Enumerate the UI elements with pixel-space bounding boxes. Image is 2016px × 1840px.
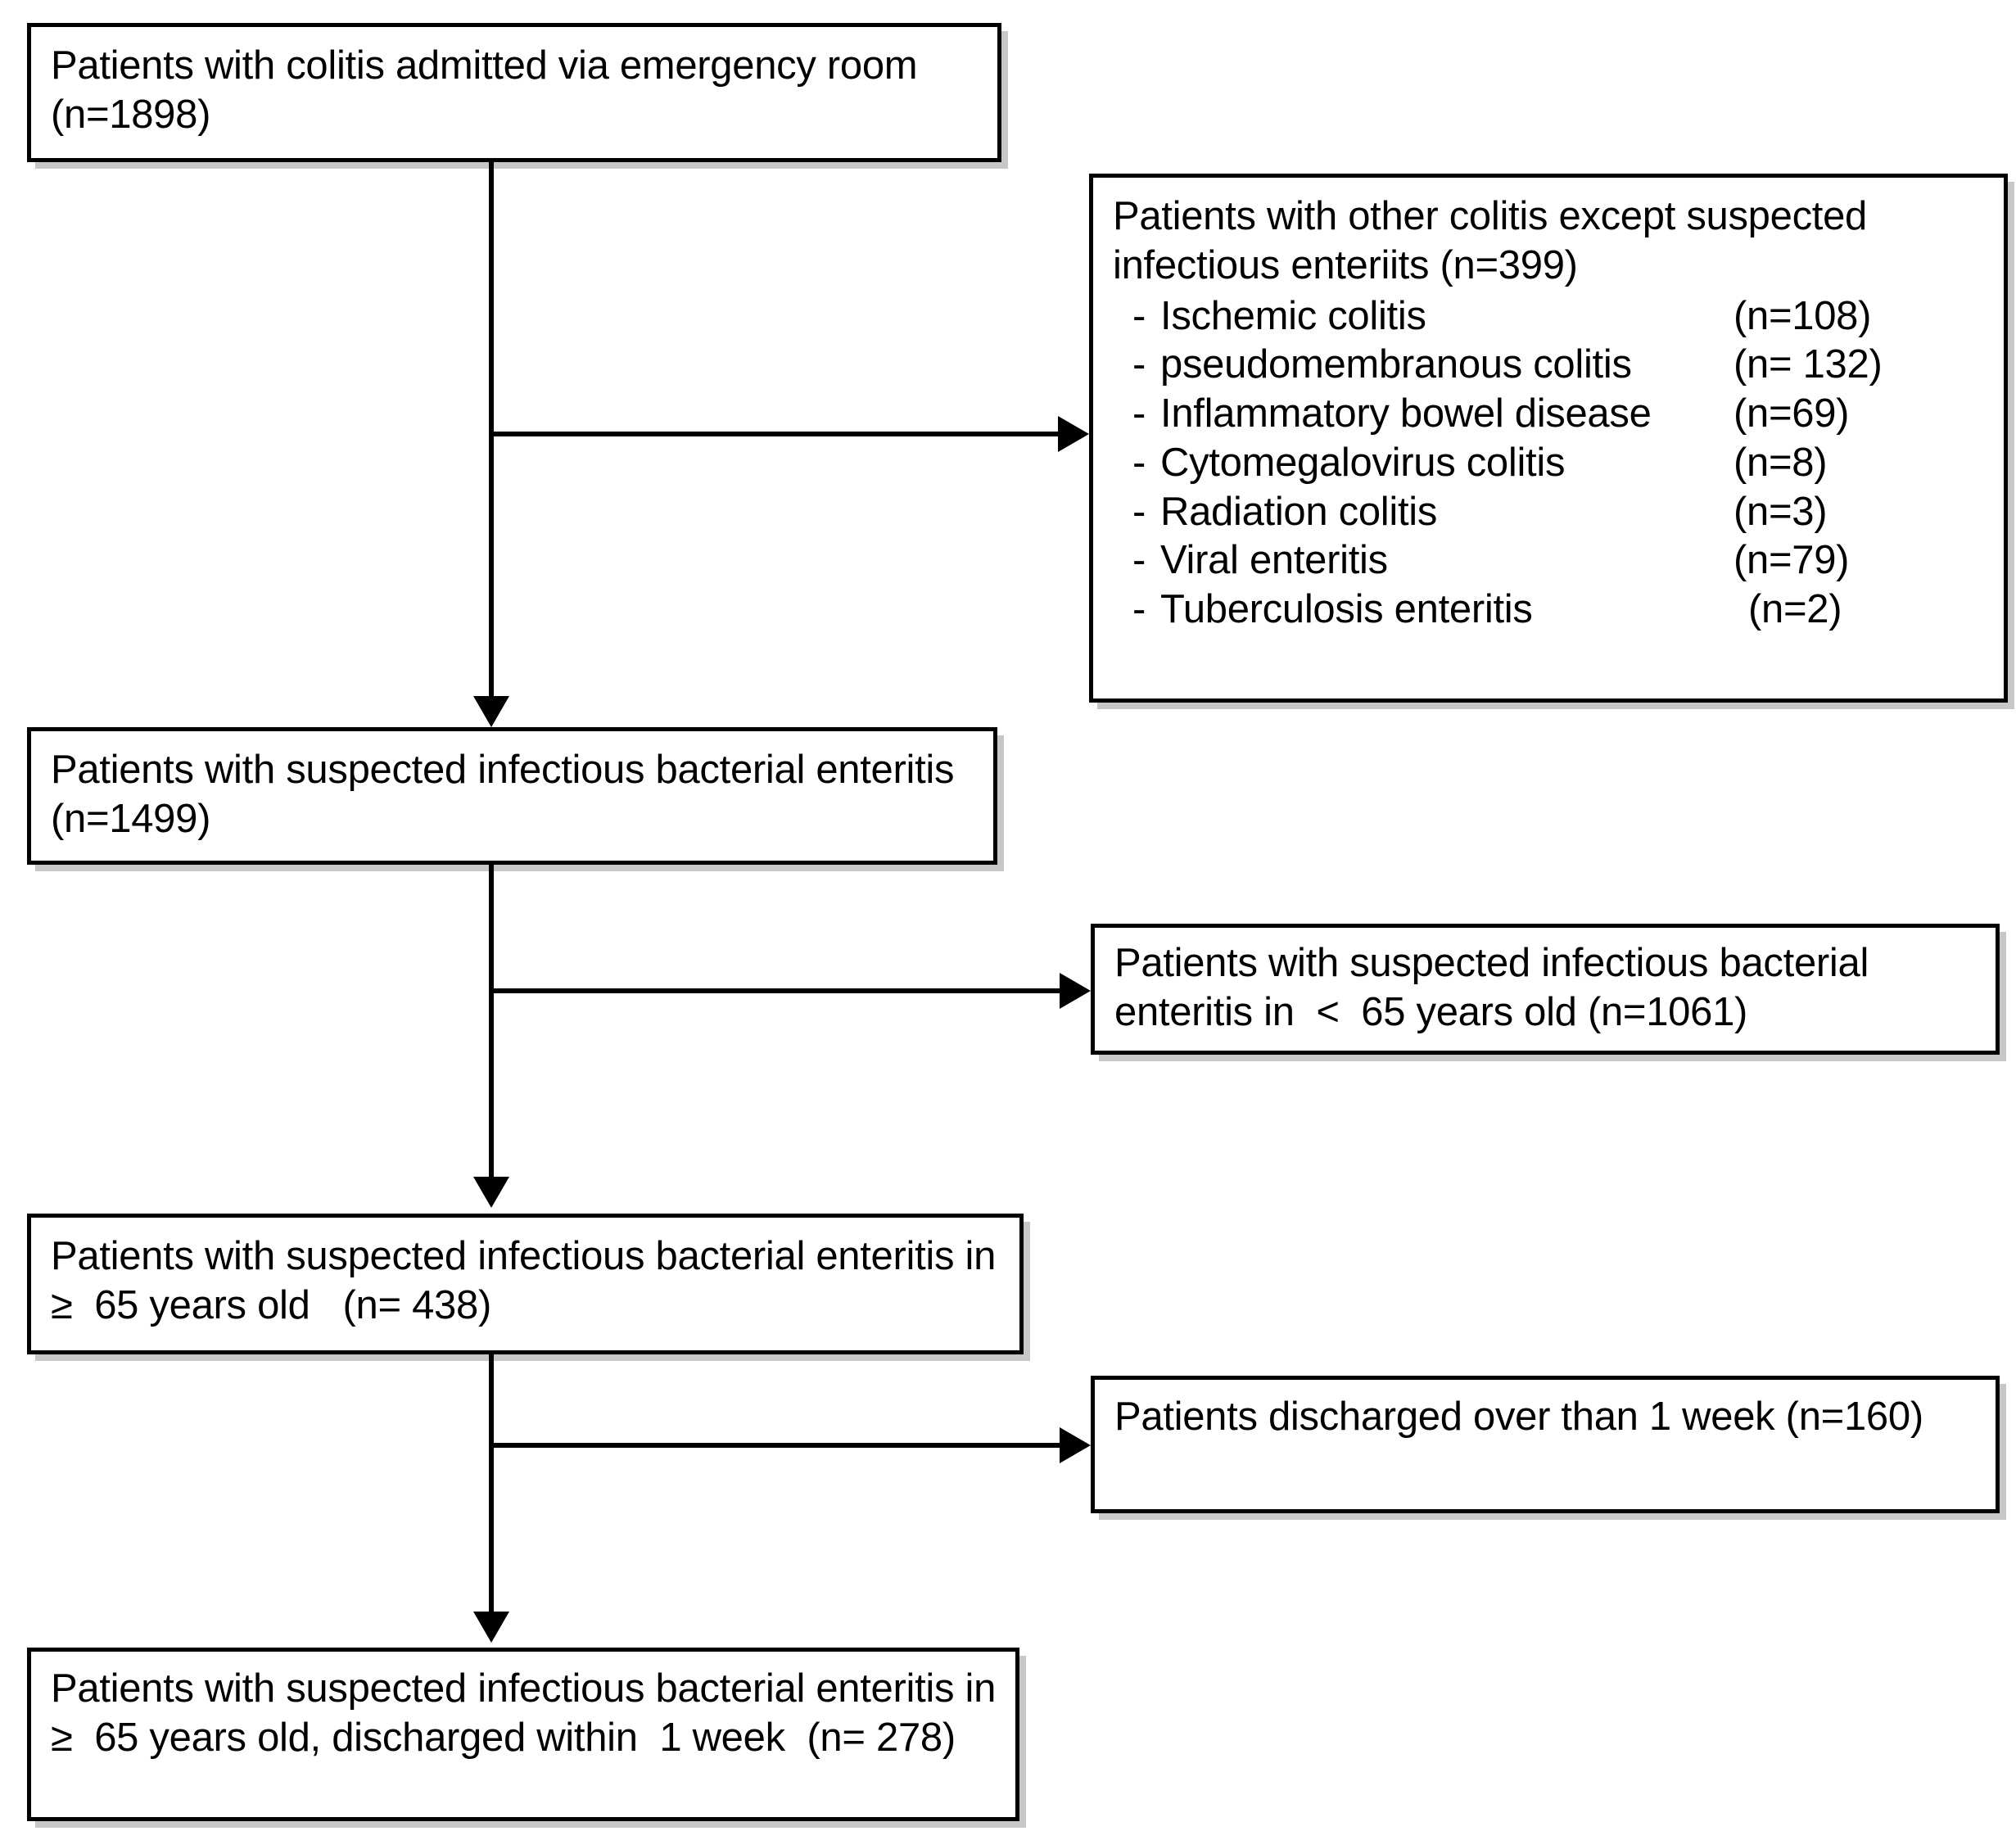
list-item: - pseudomembranous colitis (n= 132) [1132, 341, 1984, 390]
list-item-count: (n= 132) [1733, 342, 1883, 387]
list-item-label: Radiation colitis [1160, 489, 1438, 534]
connector-exclusion-other-colitis [491, 432, 1058, 436]
node-excluded-discharged-over-1-week-text: Patients discharged over than 1 week (n=… [1114, 1395, 1923, 1439]
list-item-label: Viral enteritis [1160, 538, 1388, 583]
list-item-label: Inflammatory bowel disease [1160, 391, 1652, 436]
node-final-cohort: Patients with suspected infectious bacte… [27, 1648, 1019, 1821]
connector-over65-to-final [489, 1354, 494, 1618]
node-excluded-other-colitis: Patients with other colitis except suspe… [1089, 174, 2008, 703]
list-item-dash: - [1132, 538, 1146, 583]
arrowhead-exclusion-discharged-over-1week [1060, 1427, 1091, 1463]
list-item-dash: - [1132, 293, 1146, 338]
list-item: - Radiation colitis (n=3) [1132, 488, 1984, 537]
list-item-count: (n=8) [1733, 440, 1828, 485]
list-item-count: (n=108) [1733, 293, 1872, 338]
node-over-65-text: Patients with suspected infectious bacte… [51, 1234, 1018, 1327]
node-colitis-admitted-via-er: Patients with colitis admitted via emerg… [27, 23, 1001, 162]
list-item-count: (n=2) [1748, 587, 1842, 632]
node-colitis-admitted-via-er-text: Patients with colitis admitted via emerg… [51, 43, 929, 137]
list-item-label: pseudomembranous colitis [1160, 342, 1632, 387]
list-item-dash: - [1132, 440, 1146, 485]
node-over-65: Patients with suspected infectious bacte… [27, 1214, 1024, 1354]
node-final-cohort-text: Patients with suspected infectious bacte… [51, 1666, 1018, 1760]
connector-exclusion-discharged-over-1week [491, 1443, 1060, 1448]
node-excluded-other-colitis-heading: Patients with other colitis except suspe… [1113, 194, 1878, 287]
node-excluded-under-65: Patients with suspected infectious bacte… [1091, 924, 2000, 1055]
arrowhead-exclusion-under65 [1060, 973, 1091, 1009]
list-item-dash: - [1132, 342, 1146, 387]
arrowhead-exclusion-other-colitis [1058, 416, 1089, 452]
list-item-count: (n=79) [1733, 538, 1850, 583]
list-item: - Tuberculosis enteritis (n=2) [1132, 585, 1984, 635]
list-item-dash: - [1132, 391, 1146, 436]
connector-exclusion-under65 [491, 988, 1060, 993]
list-item-label: Tuberculosis enteritis [1160, 587, 1533, 632]
node-suspected-infectious-bacterial-enteritis: Patients with suspected infectious bacte… [27, 727, 997, 865]
list-item: - Inflammatory bowel disease (n=69) [1132, 390, 1984, 439]
list-item: - Ischemic colitis (n=108) [1132, 292, 1984, 341]
node-excluded-under-65-text: Patients with suspected infectious bacte… [1114, 941, 1880, 1034]
list-item-count: (n=69) [1733, 391, 1850, 436]
list-item-count: (n=3) [1733, 489, 1828, 534]
list-item-dash: - [1132, 489, 1146, 534]
arrowhead-over65-to-final [473, 1612, 509, 1643]
arrowhead-suspected-to-over65 [473, 1177, 509, 1208]
node-suspected-infectious-bacterial-enteritis-text: Patients with suspected infectious bacte… [51, 748, 988, 841]
list-item-label: Ischemic colitis [1160, 293, 1426, 338]
list-item: - Viral enteritis (n=79) [1132, 536, 1984, 585]
excluded-other-colitis-list: - Ischemic colitis (n=108) - pseudomembr… [1093, 292, 2004, 635]
arrowhead-top-to-suspected [473, 696, 509, 727]
list-item-dash: - [1132, 587, 1146, 632]
list-item: - Cytomegalovirus colitis (n=8) [1132, 439, 1984, 488]
node-excluded-discharged-over-1-week: Patients discharged over than 1 week (n=… [1091, 1376, 2000, 1513]
list-item-label: Cytomegalovirus colitis [1160, 440, 1566, 485]
connector-suspected-to-over65 [489, 865, 494, 1184]
